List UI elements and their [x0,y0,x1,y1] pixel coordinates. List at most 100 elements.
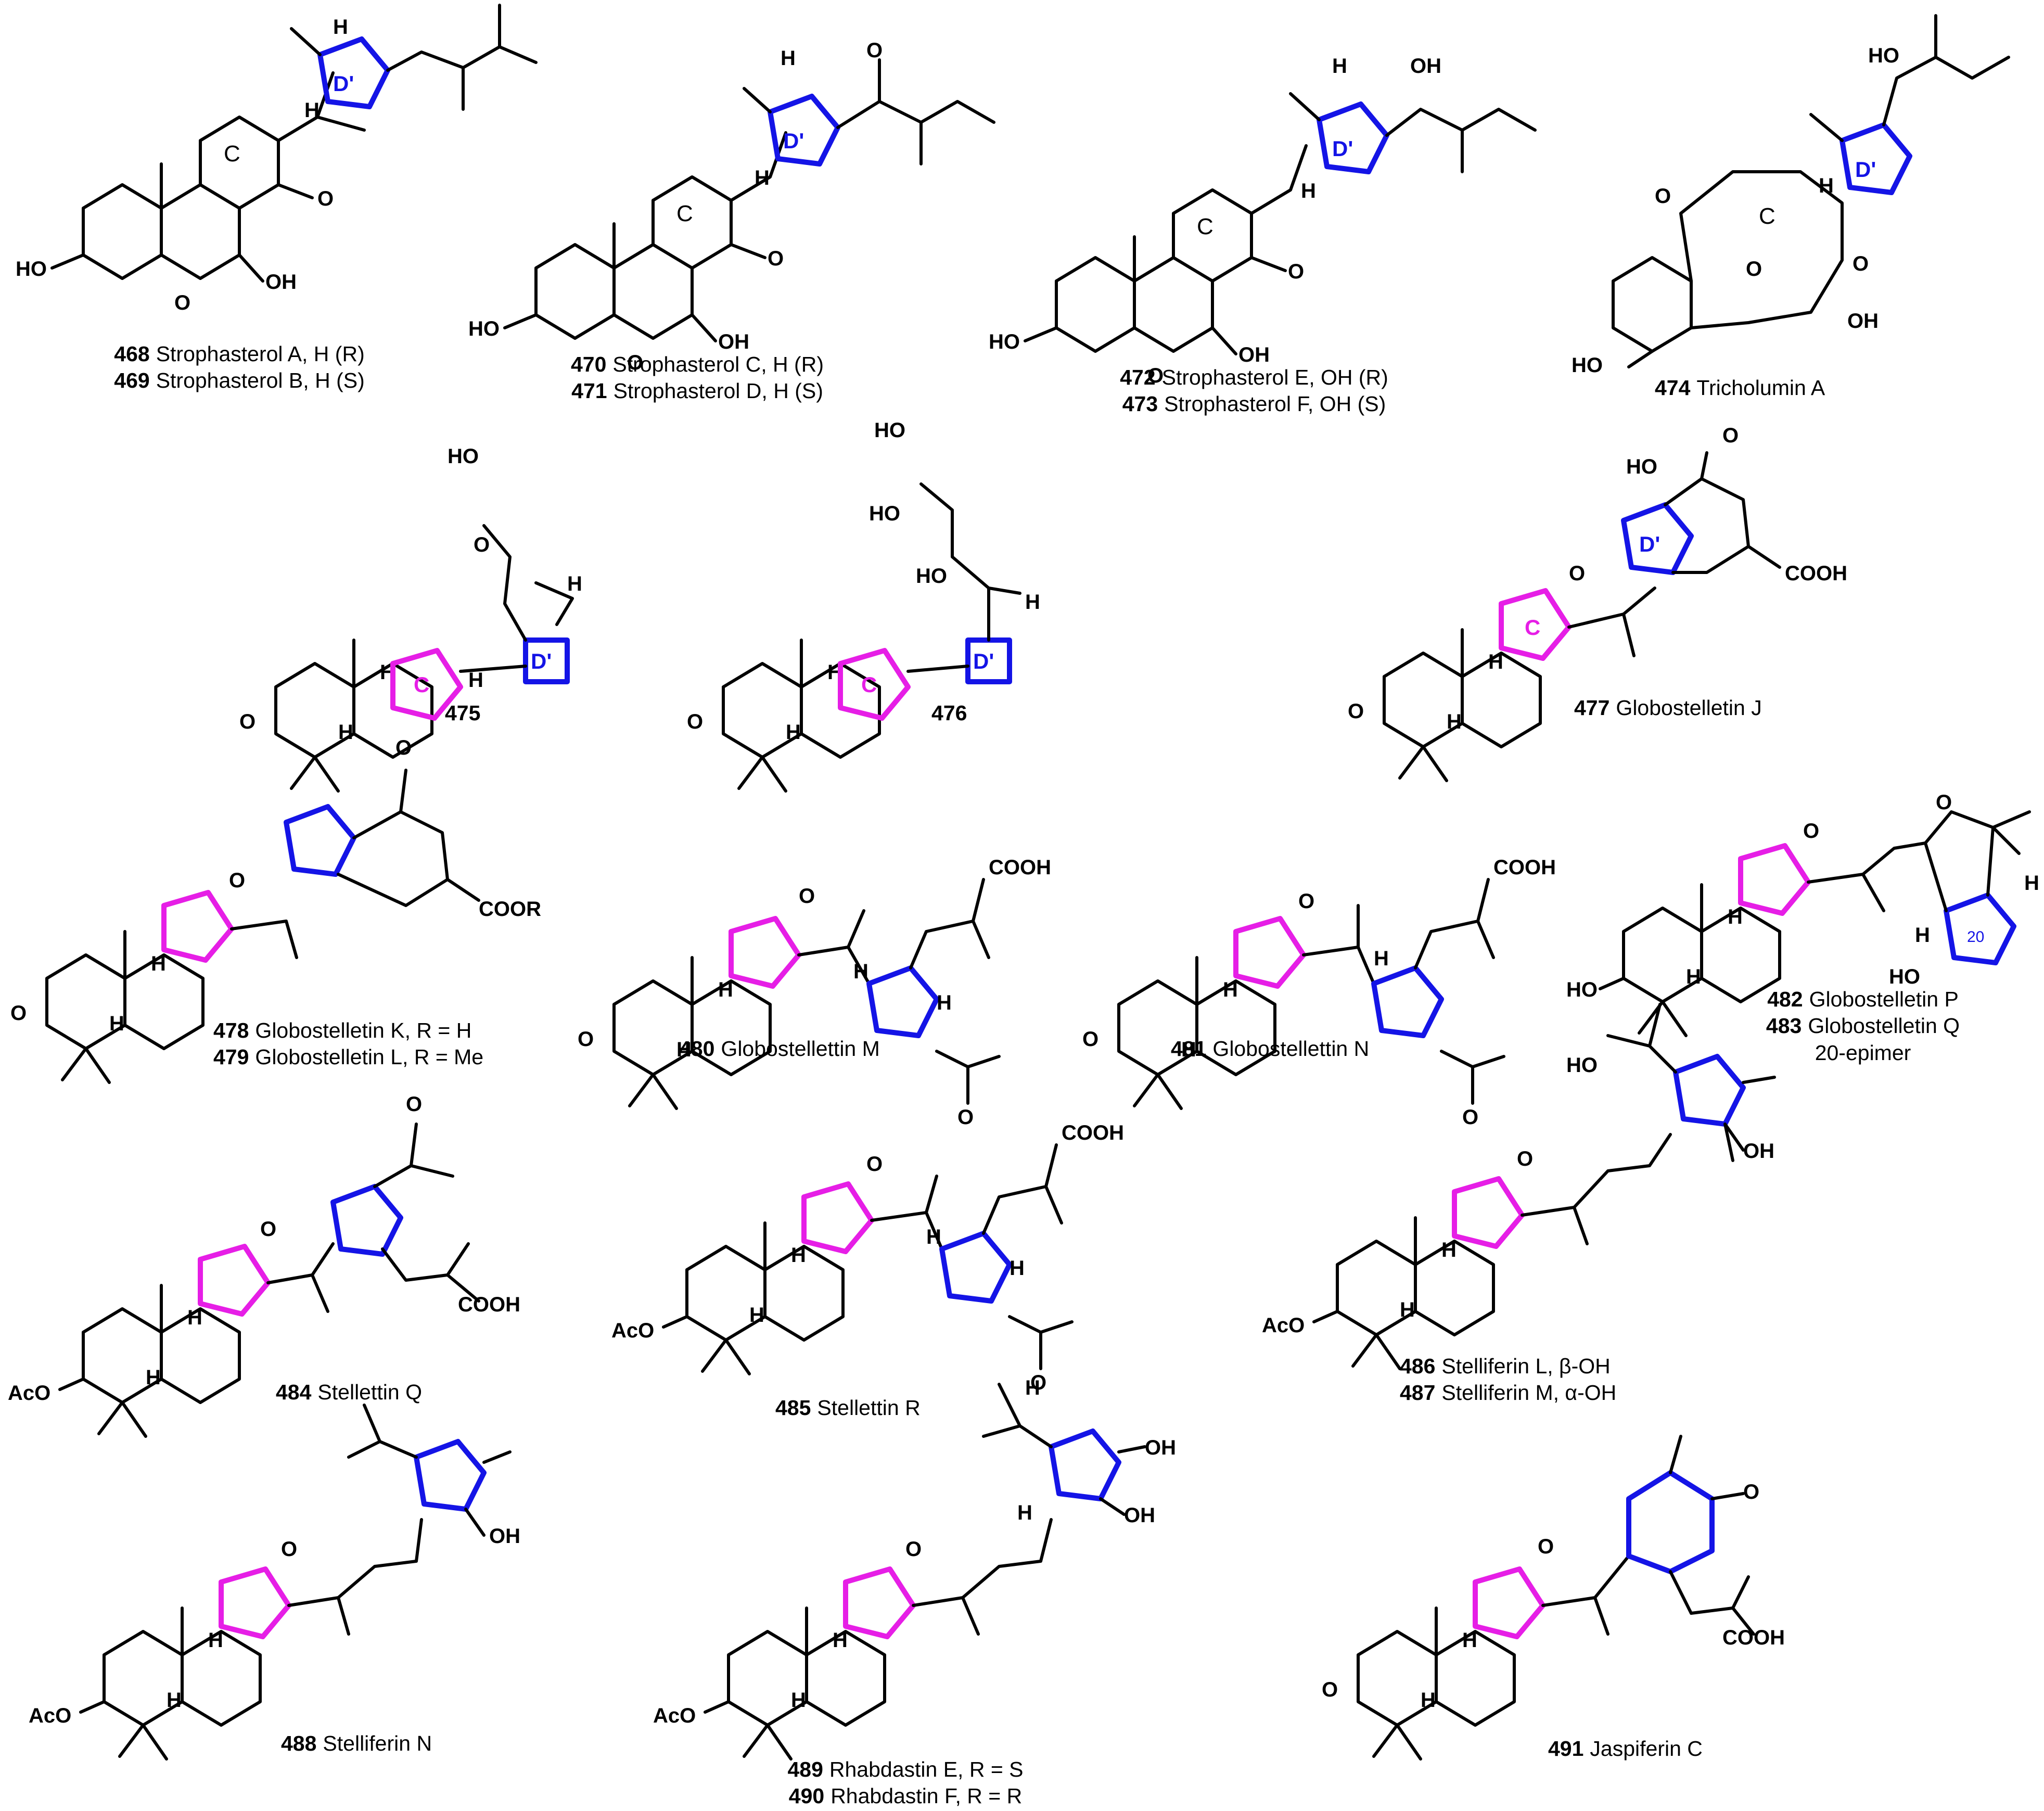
h-label: H [1819,174,1834,197]
compound-number: 480 [679,1037,715,1061]
compound-name: Globostelletin P [1809,987,1959,1011]
ring-d-prime-label: D' [973,649,994,673]
ketone-o: O [317,187,334,210]
h-label: H [1400,1298,1415,1321]
hydroxyl: OH [265,271,297,294]
ketone-o: O [1655,185,1671,208]
carboxylic-acid: COOH [1785,562,1847,585]
ketone-o: O [1853,252,1869,275]
compound-number: 482 [1767,987,1803,1011]
ring-d-prime-label: D' [333,71,354,96]
compound-number: 469 [114,368,150,393]
ketone-o: O [1743,1481,1759,1503]
structure-474: C O O O OH HO D' H HO [1572,14,2010,377]
h-label: H [146,1366,161,1389]
h-label: H [853,960,868,983]
compound-number: 476 [931,701,967,725]
ketone-o: O [1517,1147,1533,1170]
structure-470: C O HO OH O D' H H O [468,39,995,374]
ketone-o: O [1030,1371,1046,1394]
ring-c-label: C [414,672,429,697]
structure-484: AcO H H O O COOH [8,1093,520,1436]
structure-489: AcO H H O H H OH OH [653,1376,1176,1759]
compound-number: 470 [571,352,607,376]
compound-number: 478 [213,1018,249,1042]
compound-number: 487 [1400,1381,1436,1405]
ring-d-prime-label: D' [531,649,552,673]
ketone-o: O [1322,1678,1338,1701]
hydroxyl: HO [1626,455,1657,478]
ring-c-label: C [1759,203,1775,229]
compound-number: 486 [1400,1354,1436,1378]
h-label: H [1025,1376,1040,1399]
hydroxyl: OH [1238,343,1270,366]
structure-477: O H H C O D' HO O COOH [1348,424,1847,781]
hydroxyl: HO [1868,44,1899,67]
structure-485: AcO H H O H H COOH O [611,1121,1124,1394]
h-label: H [187,1306,202,1329]
acetoxy: AcO [611,1319,654,1342]
compound-name: Globostellettin N [1212,1037,1370,1061]
ketone-o: O [1722,424,1739,447]
ketone-o: O [1082,1028,1098,1051]
h-label: H [468,669,483,692]
h-label: H [1915,924,1930,947]
h-label: H [781,47,796,70]
hydroxyl: HO [16,258,47,280]
h-label: H [1017,1501,1032,1524]
epoxide-o: O [627,351,643,374]
compound-name: Strophasterol B, H (S) [156,368,365,393]
compound-name: Stellettin Q [317,1380,422,1404]
acetoxy: AcO [1262,1314,1305,1337]
ketone-o: O [866,1153,883,1176]
compound-number: 489 [787,1757,823,1781]
ketone-o: O [1288,260,1304,283]
caption-475: 475 [445,700,487,726]
ketone-o: O [10,1002,27,1025]
compound-number: 483 [1766,1014,1802,1038]
compound-name: Tricholumin A [1696,376,1825,400]
hydroxyl: OH [1743,1140,1774,1163]
h-label: H [718,978,733,1001]
ketone-o: O [687,710,703,733]
compound-number: 474 [1655,376,1691,400]
ketone-o: O [1569,562,1585,585]
structure-472: C O HO OH O D' H H OH [989,55,1537,387]
ketone-o: O [239,710,256,733]
h-label: H [1421,1689,1436,1712]
hydroxyl: HO [468,317,500,340]
compound-number: 471 [571,379,607,403]
compound-number: 472 [1120,365,1156,389]
h-label: H [926,1226,941,1248]
ketone-o: O [260,1218,276,1241]
structure-478: O H H O O COOR [10,736,541,1082]
structure-476: O H H C D' HO HO HO H [687,419,1040,791]
ring-d-prime-label: D' [783,129,804,153]
acetoxy: AcO [29,1704,71,1727]
hydroxyl: HO [989,330,1020,353]
ring-d-prime-label: D' [1855,157,1876,182]
structure-468: C O HO OH O D' H H [16,4,538,314]
compound-number: 475 [445,701,481,725]
h-label: H [304,99,320,122]
ketone-o: O [1298,890,1314,913]
structure-491: O H H O O COOH [1322,1435,1785,1759]
compound-name: Globostellettin M [721,1037,880,1061]
compound-name: Stelliferin L, β-OH [1441,1354,1611,1378]
hydroxyl: HO [869,502,900,525]
hydroxyl: HO [1889,965,1920,988]
h-label: H [791,1244,806,1267]
hydroxyl: HO [916,565,947,588]
ketone-o: O [281,1538,297,1561]
compound-name: Globostelletin K, R = H [255,1018,472,1042]
